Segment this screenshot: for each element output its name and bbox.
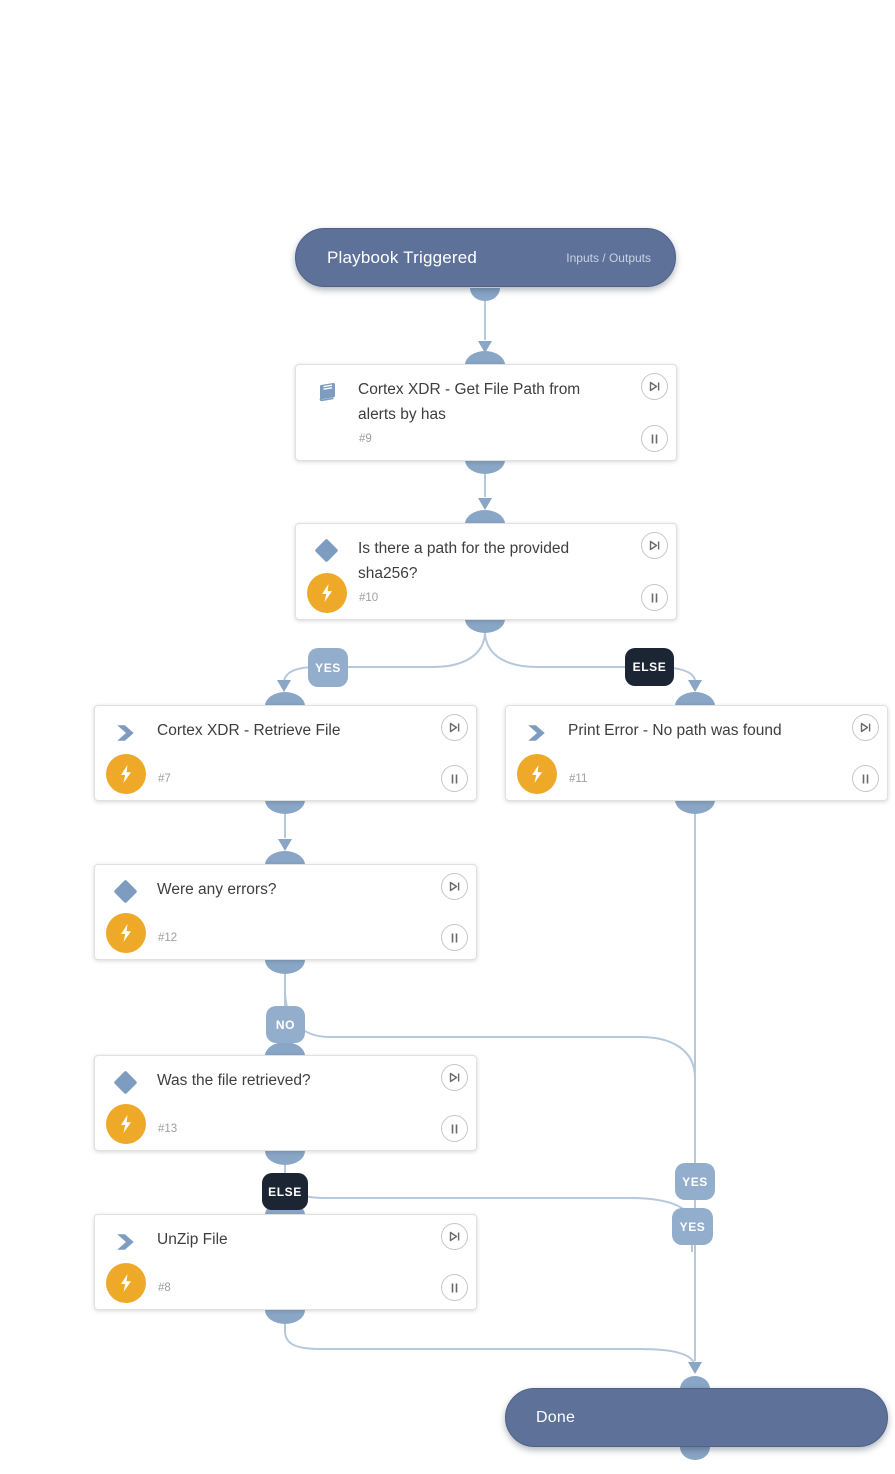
quiet-mode-bolt-icon xyxy=(106,1104,146,1144)
skip-icon xyxy=(649,381,660,392)
stub-13-bottom xyxy=(265,1151,305,1165)
stub-9-top xyxy=(465,351,505,365)
node-title: UnZip File xyxy=(157,1231,228,1248)
arrowhead xyxy=(278,839,292,851)
stub-done-top xyxy=(680,1376,710,1389)
condition-node-13[interactable]: Was the file retrieved? #13 xyxy=(94,1055,477,1151)
pause-button[interactable] xyxy=(641,425,668,452)
branch-label-no[interactable]: NO xyxy=(266,1006,305,1043)
skip-to-next-button[interactable] xyxy=(441,1223,468,1250)
node-title: Is there a path for the provided sha256? xyxy=(358,540,570,582)
node-title: Cortex XDR - Retrieve File xyxy=(157,722,341,739)
skip-to-next-button[interactable] xyxy=(441,714,468,741)
skip-to-next-button[interactable] xyxy=(641,532,668,559)
done-node[interactable]: Done xyxy=(505,1388,888,1447)
node-title: Were any errors? xyxy=(157,881,277,898)
stub-12-top xyxy=(265,851,305,865)
task-node-8[interactable]: UnZip File #8 xyxy=(94,1214,477,1310)
stub-done-bottom xyxy=(680,1447,710,1460)
arrowhead xyxy=(688,680,702,692)
skip-to-next-button[interactable] xyxy=(441,873,468,900)
quiet-mode-bolt-icon xyxy=(307,573,347,613)
skip-icon xyxy=(449,881,460,892)
stub-10-bottom xyxy=(465,619,505,633)
node-number: #11 xyxy=(569,773,588,785)
stub-9-bottom xyxy=(465,460,505,474)
skip-icon xyxy=(860,722,871,733)
pause-button[interactable] xyxy=(441,765,468,792)
branch-label-else[interactable]: ELSE xyxy=(262,1173,308,1210)
task-node-7[interactable]: Cortex XDR - Retrieve File #7 xyxy=(94,705,477,801)
stub-12-bottom xyxy=(265,960,305,974)
pause-icon xyxy=(451,1283,458,1292)
pause-button[interactable] xyxy=(441,924,468,951)
pause-icon xyxy=(651,434,658,443)
quiet-mode-bolt-icon xyxy=(106,1263,146,1303)
task-chevron-icon xyxy=(117,725,134,741)
skip-icon xyxy=(449,1231,460,1242)
quiet-mode-bolt-icon xyxy=(517,754,557,794)
node-title: Was the file retrieved? xyxy=(157,1072,311,1089)
task-node-11[interactable]: Print Error - No path was found #11 xyxy=(505,705,888,801)
task-chevron-icon xyxy=(117,1234,134,1250)
node-number: #10 xyxy=(359,592,379,604)
node-number: #9 xyxy=(359,433,372,445)
quiet-mode-bolt-icon xyxy=(106,754,146,794)
stub-11-top xyxy=(675,692,715,706)
pause-button[interactable] xyxy=(641,584,668,611)
task-node-9[interactable]: Cortex XDR - Get File Path from alerts b… xyxy=(295,364,677,461)
edge-8-to-done xyxy=(284,1313,695,1364)
node-number: #13 xyxy=(158,1123,178,1135)
skip-icon xyxy=(649,540,660,551)
stub-8-bottom xyxy=(265,1310,305,1324)
pause-icon xyxy=(451,1124,458,1133)
branch-label-yes[interactable]: YES xyxy=(675,1163,715,1200)
stub-7-bottom xyxy=(265,800,305,814)
stub-10-top xyxy=(465,510,505,524)
skip-icon xyxy=(449,722,460,733)
stub-trigger-bottom xyxy=(470,288,500,301)
pause-button[interactable] xyxy=(441,1115,468,1142)
branch-label-yes[interactable]: YES xyxy=(308,648,348,687)
edge-arrowheads xyxy=(277,341,702,1374)
arrowhead xyxy=(277,680,291,692)
pause-icon xyxy=(451,774,458,783)
trigger-node[interactable]: Playbook Triggered Inputs / Outputs xyxy=(295,228,676,287)
node-number: #8 xyxy=(158,1282,171,1294)
condition-diamond-icon xyxy=(113,879,138,904)
stub-11-bottom xyxy=(675,800,715,814)
node-number: #7 xyxy=(158,773,171,785)
edge-10-else xyxy=(484,630,696,681)
pause-button[interactable] xyxy=(441,1274,468,1301)
condition-node-10[interactable]: Is there a path for the provided sha256?… xyxy=(295,523,677,620)
arrowhead xyxy=(478,498,492,510)
playbook-book-icon xyxy=(319,382,335,402)
stub-7-top xyxy=(265,692,305,706)
condition-diamond-icon xyxy=(314,538,339,563)
task-chevron-icon xyxy=(528,725,545,741)
node-title: Cortex XDR - Get File Path from alerts b… xyxy=(358,381,581,423)
pause-icon xyxy=(451,933,458,942)
branch-label-yes[interactable]: YES xyxy=(672,1208,713,1245)
arrowhead xyxy=(478,341,492,353)
done-title: Done xyxy=(536,1408,576,1426)
condition-node-12[interactable]: Were any errors? #12 xyxy=(94,864,477,960)
skip-to-next-button[interactable] xyxy=(852,714,879,741)
pause-icon xyxy=(862,774,869,783)
skip-to-next-button[interactable] xyxy=(441,1064,468,1091)
condition-diamond-icon xyxy=(113,1070,138,1095)
stub-13-top xyxy=(265,1042,305,1056)
skip-icon xyxy=(449,1072,460,1083)
quiet-mode-bolt-icon xyxy=(106,913,146,953)
pause-button[interactable] xyxy=(852,765,879,792)
node-number: #12 xyxy=(158,932,178,944)
trigger-title: Playbook Triggered xyxy=(327,247,478,267)
edge-10-yes xyxy=(283,630,486,681)
skip-to-next-button[interactable] xyxy=(641,373,668,400)
node-title: Print Error - No path was found xyxy=(568,722,782,739)
branch-label-else[interactable]: ELSE xyxy=(625,648,674,686)
arrowhead xyxy=(688,1362,702,1374)
pause-icon xyxy=(651,593,658,602)
inputs-outputs-link[interactable]: Inputs / Outputs xyxy=(566,250,651,265)
